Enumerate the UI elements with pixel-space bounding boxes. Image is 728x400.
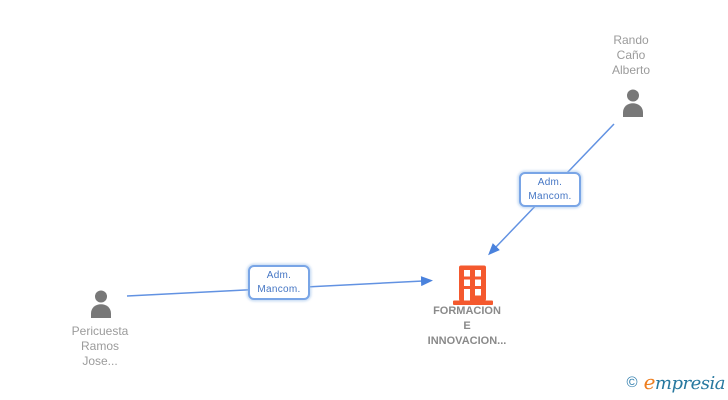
person-icon[interactable] (86, 289, 116, 319)
brand-initial: e (643, 369, 656, 394)
building-icon[interactable] (452, 264, 494, 306)
empresia-logo[interactable]: © empresia (626, 369, 726, 395)
person-top-name[interactable]: Rando Caño Alberto (611, 33, 651, 77)
copyright-icon: © (626, 373, 638, 391)
edge-label-adm-mancom-top: Adm. Mancom. (519, 172, 581, 207)
edge-label-adm-mancom-left: Adm. Mancom. (248, 265, 310, 300)
person-icon[interactable] (618, 88, 648, 118)
brand-wordmark: empresia (643, 369, 726, 394)
person-left-name[interactable]: Pericuesta Ramos Jose... (71, 324, 129, 368)
brand-rest: mpresia (654, 372, 726, 394)
company-name[interactable]: FORMACION E INNOVACION... (427, 305, 507, 347)
